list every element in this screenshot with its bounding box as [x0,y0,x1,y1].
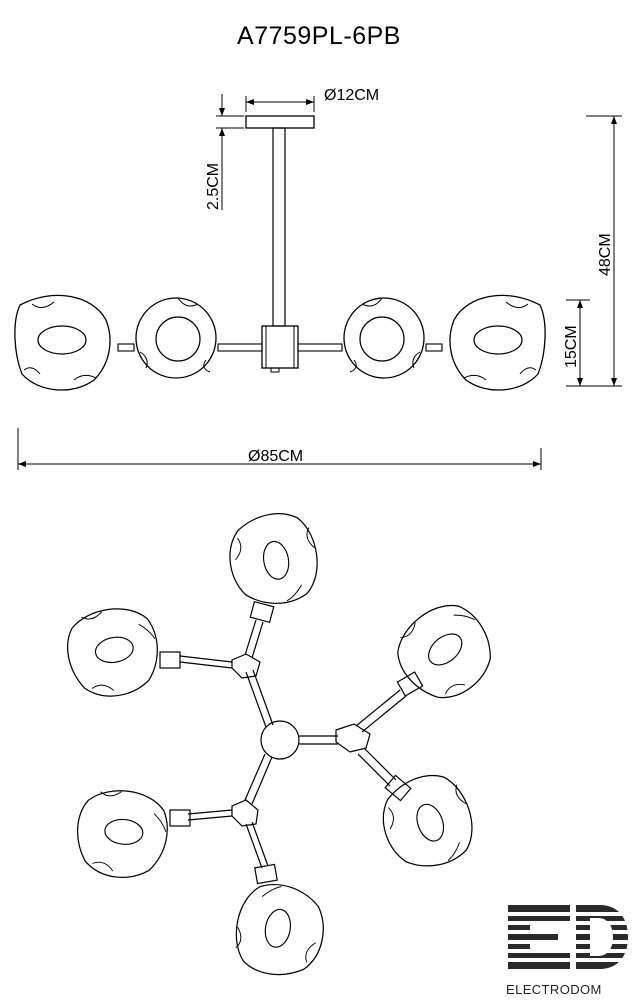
shade-front-left [135,297,217,379]
plan-shade-right-lower [370,764,485,880]
plan-shade-right-upper [382,589,509,715]
arm-right [297,343,343,352]
brand-name: ELECTRODOM [506,982,602,997]
rod [272,127,286,327]
shade-side-left [14,294,111,391]
canopy-height-label: 2.5CM [205,163,222,210]
plan-shade-left-upper [60,601,166,704]
canopy [245,115,315,129]
hub [261,325,299,369]
junction-right [335,723,371,753]
total-height-label: 48CM [597,233,614,276]
plan-shade-top [222,506,325,612]
plan-view [60,506,509,983]
shade-side-right [449,294,546,391]
elevation-view: Ø12CM 2.5CM 48CM 15CM Ø85CM [14,87,622,470]
canopy-diameter-label: Ø12CM [324,87,379,104]
plan-shade-left-lower [73,786,172,882]
junction-upper [231,653,261,679]
total-diameter-label: Ø85CM [248,448,303,465]
shade-front-right [343,297,425,379]
arm-left [217,343,263,352]
shade-height-label: 15CM [563,325,580,368]
electrodom-logo [508,905,630,969]
plan-shade-bottom [228,878,331,983]
junction-lower [231,799,259,827]
plan-hub [260,720,300,760]
model-title: A7759PL-6PB [237,22,401,50]
